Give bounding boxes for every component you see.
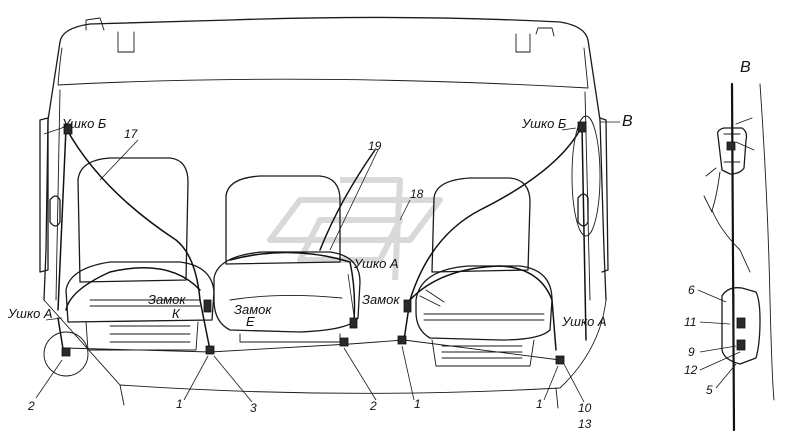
label-view-b-callout: В: [622, 113, 633, 130]
callout-19: 19: [368, 139, 382, 153]
leader-lines: [35, 121, 620, 403]
label-zamok-e-letter: Е: [246, 314, 255, 329]
left-seat: [65, 157, 215, 351]
callout-5: 5: [706, 383, 713, 397]
callout-1-center: 1: [414, 397, 421, 411]
label-ushko-b-left: Ушко Б: [61, 116, 107, 131]
right-seat: [415, 177, 553, 367]
cab-outline: [39, 16, 609, 409]
callout-17: 17: [124, 127, 139, 141]
eyelet-a-left: [61, 347, 71, 357]
callout-10: 10: [578, 401, 592, 415]
lock-k: [203, 299, 212, 313]
label-zamok-e: Замок: [234, 302, 272, 317]
callout-13: 13: [578, 417, 592, 431]
label-ushko-a-right: Ушко А: [561, 314, 607, 329]
label-view-b-title: В: [740, 59, 751, 76]
anchor-2-center: [339, 337, 349, 347]
callout-1-right: 1: [536, 397, 543, 411]
anchor-1-right: [555, 355, 565, 365]
callout-18: 18: [410, 187, 424, 201]
callout-3: 3: [250, 401, 257, 415]
callout-11: 11: [684, 315, 696, 329]
callout-6: 6: [688, 283, 695, 297]
label-ushko-a-left: Ушко А: [7, 306, 53, 321]
label-zamok-k-letter: К: [172, 306, 181, 321]
callout-2-center: 2: [369, 399, 377, 413]
label-ushko-a-center: Ушко А: [353, 256, 399, 271]
floor-rail: [63, 339, 561, 361]
detail-circle-left: [43, 331, 89, 377]
label-zamok-k: Замок: [148, 292, 186, 307]
label-zamok-right: Замок: [362, 292, 400, 307]
watermark-logo: [267, 177, 443, 281]
label-ushko-b-right: Ушко Б: [521, 116, 567, 131]
lock-right: [403, 299, 412, 313]
anchor-points: [61, 121, 587, 365]
detail-view-b: [697, 82, 775, 432]
part-numbers: 17 19 18 2 1 3 2 1 1 10 13 6 11 9 12 5: [27, 127, 713, 431]
detail-circle-b: [571, 115, 601, 237]
text-labels: Ушко Б Ушко Б Ушко А Ушко А Ушко А Замок…: [7, 59, 751, 329]
callout-1-left: 1: [176, 397, 183, 411]
callout-2-left: 2: [27, 399, 35, 413]
anchor-1-center: [397, 335, 407, 345]
eyelet-a-center: [349, 317, 358, 329]
callout-12: 12: [684, 363, 698, 377]
callout-9: 9: [688, 345, 695, 359]
eyelet-b-left: [63, 123, 73, 135]
anchor-1-left: [205, 345, 215, 355]
